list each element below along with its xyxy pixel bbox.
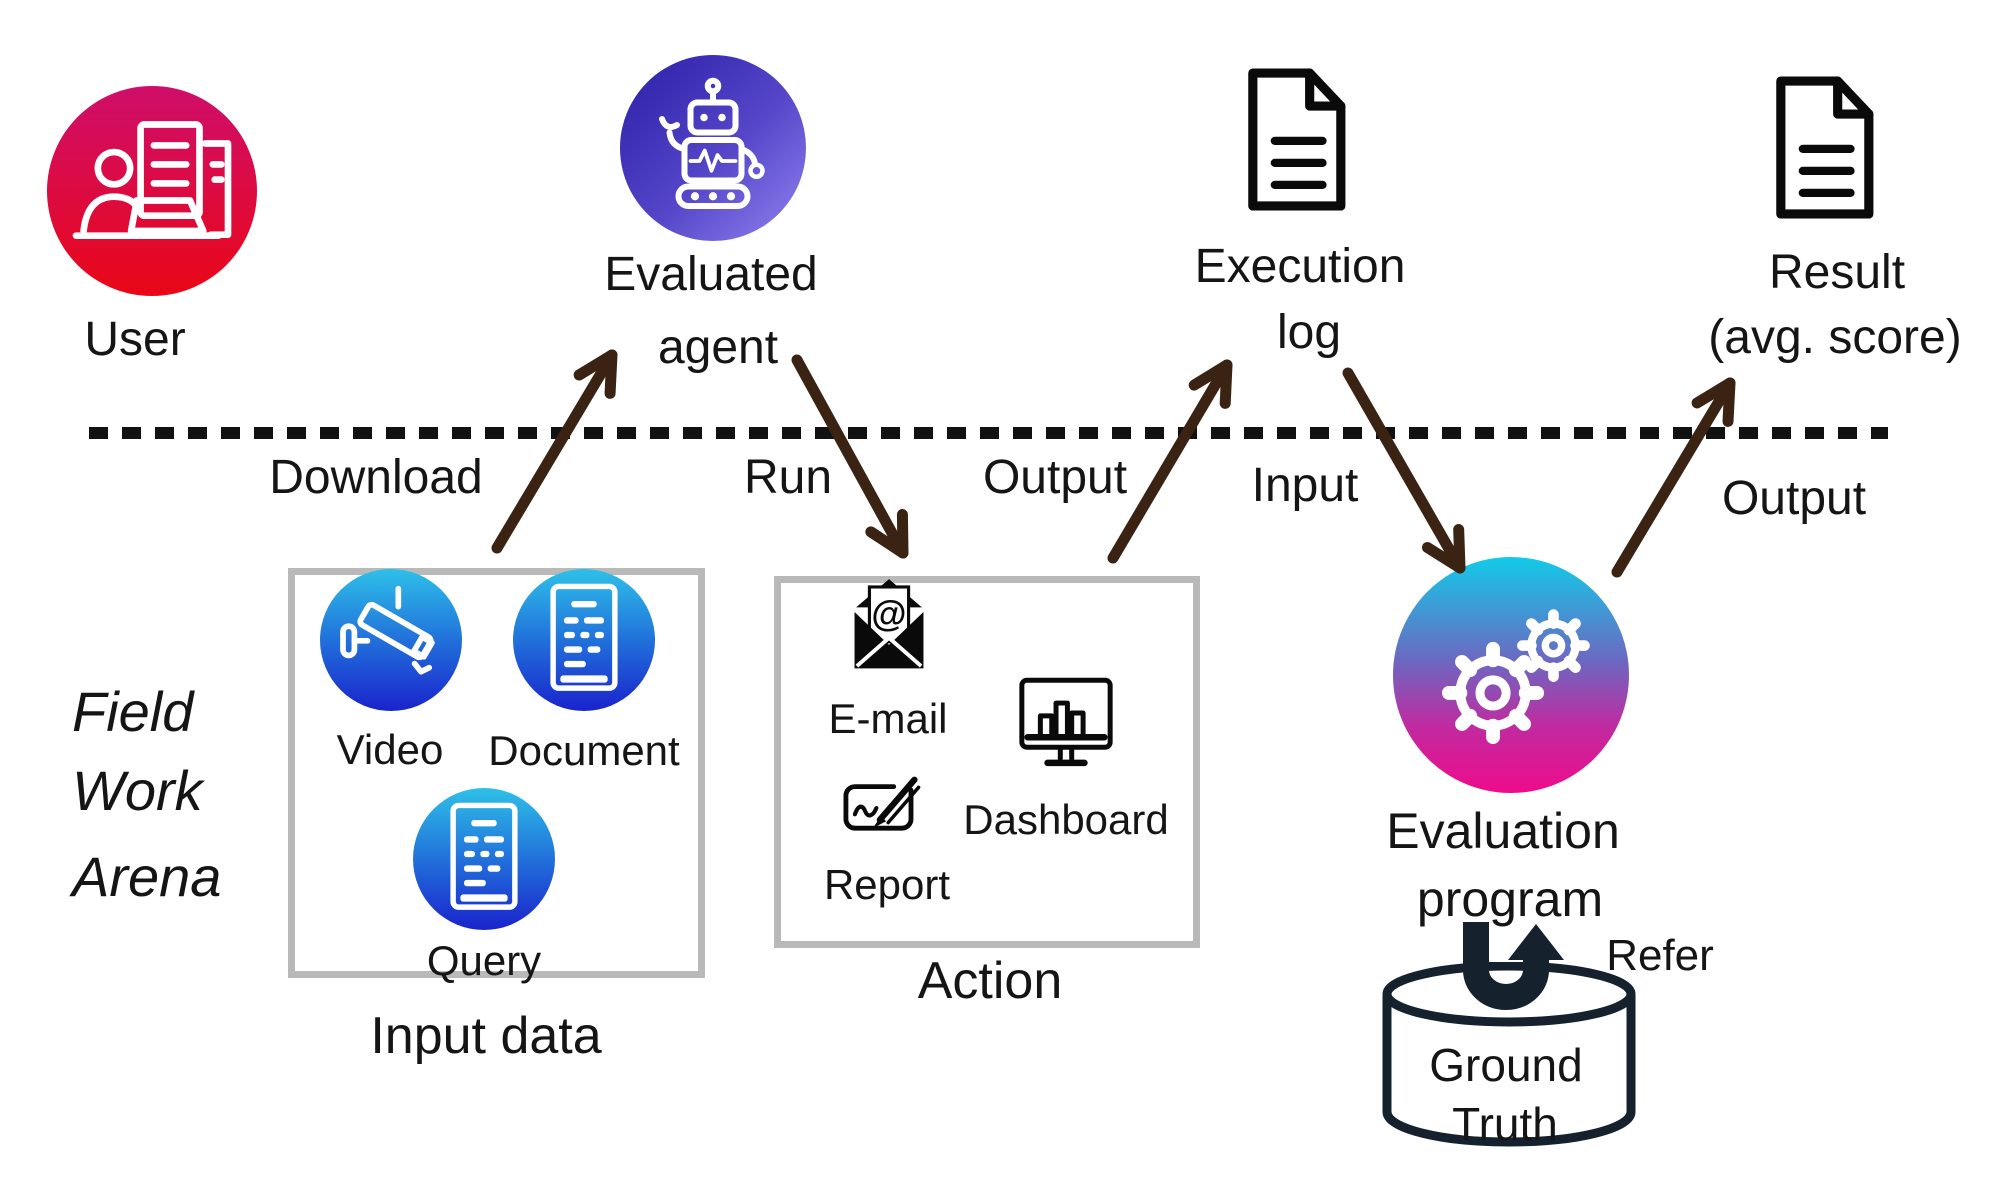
document-label: Document bbox=[488, 727, 680, 774]
evaluated-agent-label-line2: agent bbox=[657, 321, 779, 374]
refer-uturn-arrow-icon bbox=[1463, 922, 1564, 1010]
robot-icon bbox=[659, 77, 765, 209]
video-node-circle bbox=[320, 569, 462, 711]
evaluated-agent-node-circle bbox=[620, 55, 806, 241]
output-to-result-arrow bbox=[1611, 377, 1736, 578]
query-label: Query bbox=[426, 937, 542, 984]
evaluation-program-label-line2: program bbox=[1416, 871, 1604, 927]
download-arrow bbox=[491, 349, 618, 554]
email-label: E-mail bbox=[828, 695, 948, 742]
dashboard-label: Dashboard bbox=[963, 796, 1169, 843]
result-label-line1: Result bbox=[1768, 246, 1906, 299]
email-at-symbol: @ bbox=[871, 593, 906, 634]
result-document-icon bbox=[1776, 76, 1874, 219]
query-page-icon bbox=[450, 802, 518, 910]
arena-label-line2: Work bbox=[72, 759, 203, 822]
video-label: Video bbox=[336, 726, 444, 773]
result-label-line2: (avg. score) bbox=[1708, 311, 1962, 364]
ground-truth-label-line2: Truth bbox=[1452, 1098, 1558, 1150]
query-node-circle bbox=[413, 788, 555, 930]
arena-label-line1: Field bbox=[72, 680, 194, 743]
action-box bbox=[774, 576, 1200, 948]
flow-label-output-to-log: Output bbox=[982, 451, 1128, 504]
video-camera-icon bbox=[340, 585, 435, 675]
report-icon bbox=[843, 776, 921, 831]
evaluated-agent-label-line1: Evaluated bbox=[604, 248, 818, 301]
dashboard-icon bbox=[1019, 677, 1113, 767]
execution-log-label-line2: log bbox=[1276, 306, 1342, 359]
evaluation-program-label-line1: Evaluation bbox=[1386, 803, 1620, 859]
report-label: Report bbox=[823, 861, 951, 908]
email-icon: @ bbox=[854, 579, 924, 669]
output-to-log-arrow bbox=[1107, 359, 1233, 564]
refer-label: Refer bbox=[1606, 931, 1714, 980]
flow-label-input-to-eval: Input bbox=[1251, 459, 1359, 512]
user-icon bbox=[72, 121, 232, 239]
execution-log-label-line1: Execution bbox=[1194, 240, 1406, 293]
gears-icon bbox=[1441, 609, 1590, 745]
arena-label-line3: Arena bbox=[72, 845, 222, 908]
input-to-eval-arrow bbox=[1342, 367, 1466, 574]
flow-label-download: Download bbox=[269, 451, 483, 504]
arena-boundary-dashed-line bbox=[89, 427, 1888, 439]
user-label: User bbox=[84, 313, 186, 366]
flow-label-output-to-result: Output bbox=[1721, 472, 1867, 525]
execution-log-document-icon bbox=[1248, 68, 1346, 211]
evaluation-program-node-circle bbox=[1393, 557, 1629, 793]
flow-label-run: Run bbox=[743, 451, 833, 504]
input-data-caption: Input data bbox=[370, 1007, 602, 1065]
ground-truth-label-line1: Ground bbox=[1429, 1039, 1583, 1091]
user-node-circle bbox=[47, 86, 257, 296]
ground-truth-cylinder bbox=[1382, 962, 1636, 1147]
action-caption: Action bbox=[917, 952, 1063, 1010]
document-node-circle bbox=[513, 569, 655, 711]
document-page-icon bbox=[550, 583, 618, 691]
